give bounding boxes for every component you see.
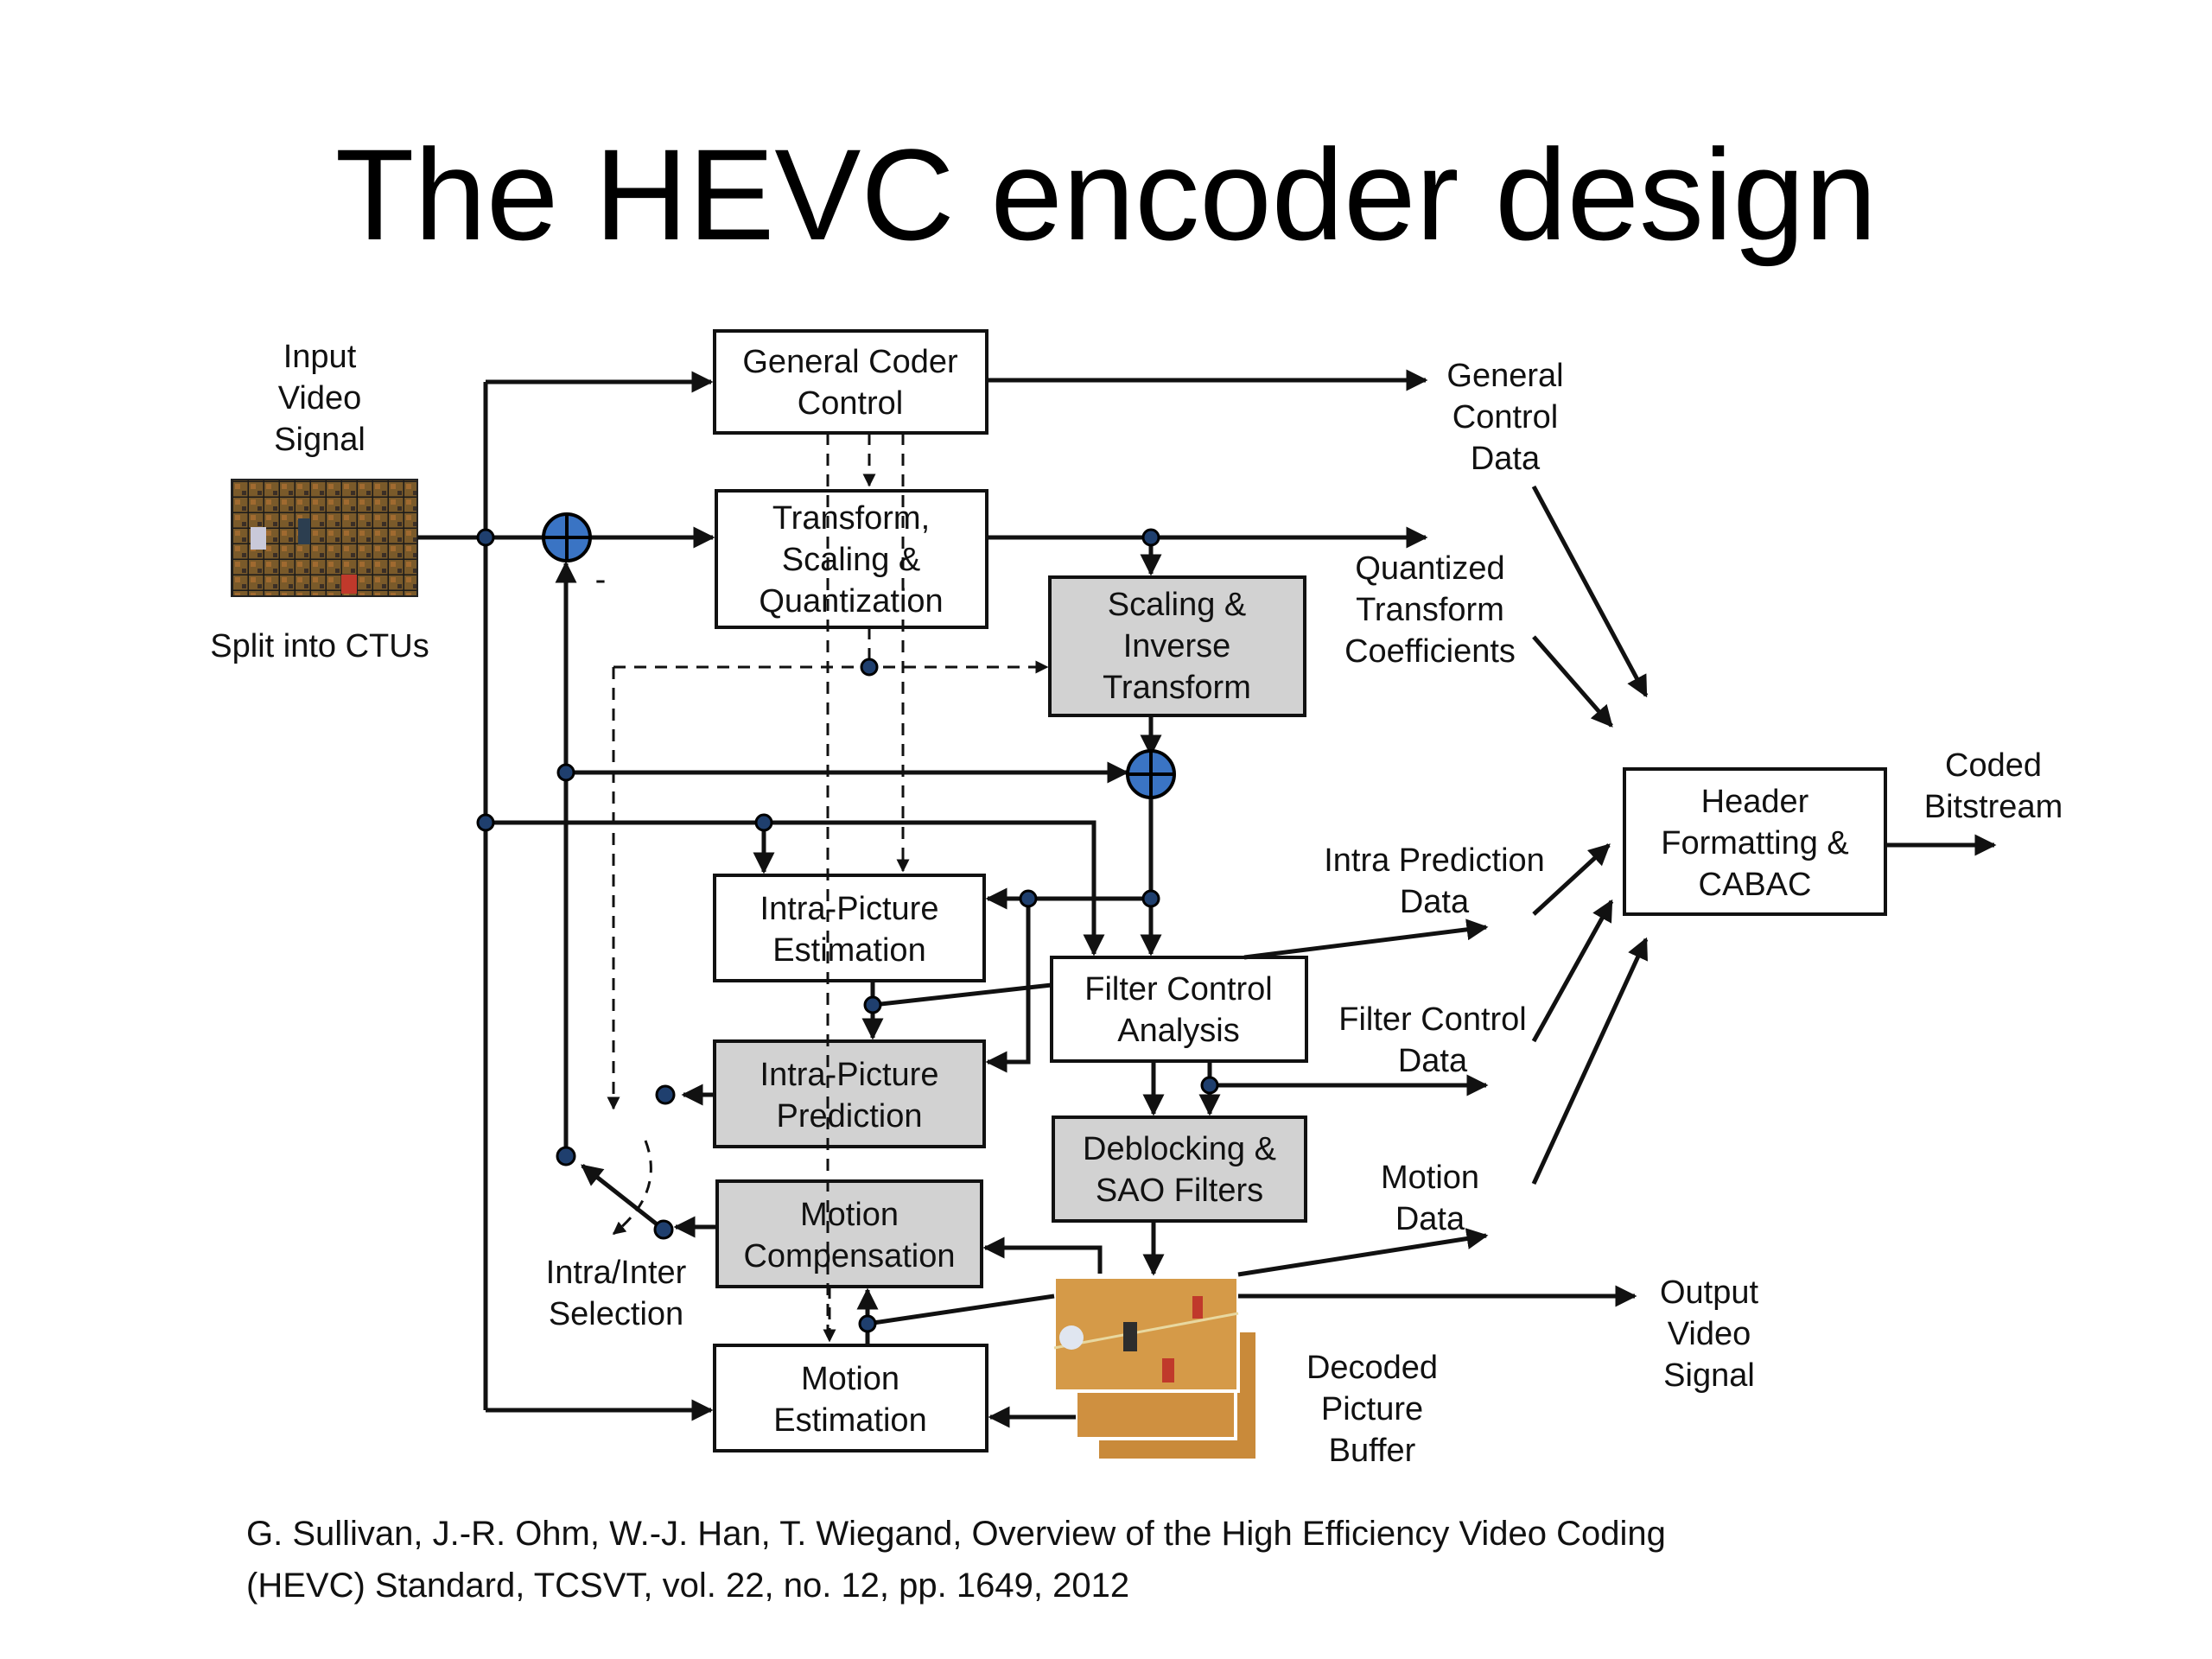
block-label-line: Quantization xyxy=(759,583,943,620)
label-line: Signal xyxy=(274,422,365,458)
label-line: Decoded xyxy=(1306,1350,1438,1386)
block-label-line: Intra-Picture xyxy=(760,1057,939,1093)
block-label-line: Formatting & xyxy=(1661,825,1849,861)
label-line: Intra Prediction xyxy=(1324,842,1545,879)
label-line: Quantized xyxy=(1355,550,1504,587)
block-label-line: Estimation xyxy=(773,1402,926,1439)
block-label-line: Transform, xyxy=(772,500,930,537)
block-label-line: Motion xyxy=(800,1197,899,1233)
quantized-coefficients-label: Quantized Transform Coefficients xyxy=(1344,550,1516,670)
decoded-picture-buffer-label: Decoded Picture Buffer xyxy=(1306,1350,1438,1469)
block-label-line: Control xyxy=(798,385,904,422)
intra-picture-prediction-block: Intra-Picture Prediction xyxy=(713,1039,986,1148)
control-dashed-lines xyxy=(607,433,1049,1345)
block-label-line: Scaling & xyxy=(1108,587,1247,623)
header-formatting-cabac-block: Header Formatting & CABAC xyxy=(1623,767,1887,916)
minus-sign: - xyxy=(595,562,607,598)
block-label-line: Header xyxy=(1701,784,1809,820)
citation-line-2: (HEVC) Standard, TCSVT, vol. 22, no. 12,… xyxy=(246,1567,1130,1605)
block-label-line: Motion xyxy=(801,1361,899,1397)
label-line: Filter Control xyxy=(1338,1001,1527,1038)
label-line: Buffer xyxy=(1329,1433,1416,1469)
label-line: Selection xyxy=(549,1296,683,1332)
label-line: Signal xyxy=(1663,1357,1755,1394)
general-control-data-label: General Control Data xyxy=(1446,358,1563,477)
label-line: Data xyxy=(1398,1043,1468,1079)
block-label-line: Transform xyxy=(1103,670,1251,706)
output-video-signal-label: Output Video Signal xyxy=(1660,1274,1759,1394)
intra-picture-estimation-block: Intra-Picture Estimation xyxy=(713,874,986,982)
block-label-line: Filter Control xyxy=(1084,971,1273,1007)
block-label-line: Inverse xyxy=(1123,628,1231,664)
block-label-line: Deblocking & xyxy=(1083,1131,1276,1167)
transform-scaling-quantization-block: Transform, Scaling & Quantization xyxy=(715,489,988,629)
decoded-picture-buffer-frames xyxy=(1052,1275,1259,1462)
input-video-signal-label: Input Video Signal xyxy=(274,339,365,458)
coded-bitstream-label: Coded Bitstream xyxy=(1924,747,2063,825)
block-label-line: Compensation xyxy=(743,1238,955,1274)
motion-compensation-block: Motion Compensation xyxy=(715,1179,983,1288)
label-line: Motion xyxy=(1381,1160,1479,1196)
label-line: Video xyxy=(1668,1316,1751,1352)
block-label-line: Intra-Picture xyxy=(760,891,939,927)
block-label-line: Estimation xyxy=(772,932,925,969)
label-line: Data xyxy=(1400,884,1470,920)
input-video-image xyxy=(231,479,418,597)
citation-line-1: G. Sullivan, J.-R. Ohm, W.-J. Han, T. Wi… xyxy=(246,1515,1666,1553)
filter-control-data-label: Filter Control Data xyxy=(1338,1001,1527,1079)
label-line: Video xyxy=(278,380,362,416)
motion-estimation-block: Motion Estimation xyxy=(713,1344,988,1452)
label-line: Data xyxy=(1471,441,1541,477)
label-line: Output xyxy=(1660,1274,1759,1311)
label-line: Bitstream xyxy=(1924,789,2063,825)
label-line: Data xyxy=(1395,1201,1465,1237)
slide-title: The HEVC encoder design xyxy=(334,122,1878,267)
junction-dots xyxy=(476,528,1219,1333)
intra-inter-selection-label: Intra/Inter Selection xyxy=(546,1255,687,1332)
label-line: Control xyxy=(1452,399,1559,435)
label-line: Coded xyxy=(1945,747,2042,784)
block-label-line: Prediction xyxy=(777,1098,923,1135)
motion-data-label: Motion Data xyxy=(1381,1160,1479,1237)
label-line: Input xyxy=(283,339,357,375)
general-coder-control-block: General Coder Control xyxy=(713,329,988,435)
label-line: Transform xyxy=(1356,592,1504,628)
label-line: Coefficients xyxy=(1344,633,1516,670)
block-label-line: SAO Filters xyxy=(1096,1173,1263,1209)
label-line: Picture xyxy=(1321,1391,1423,1427)
block-label-line: General Coder xyxy=(742,344,958,380)
scaling-inverse-transform-block: Scaling & Inverse Transform xyxy=(1048,575,1306,717)
filter-control-analysis-block: Filter Control Analysis xyxy=(1050,956,1308,1063)
label-line: General xyxy=(1446,358,1563,394)
split-into-ctus-label: Split into CTUs xyxy=(210,628,429,664)
block-label-line: Scaling & xyxy=(782,542,921,578)
intra-prediction-data-label: Intra Prediction Data xyxy=(1324,842,1545,920)
block-label-line: CABAC xyxy=(1699,867,1812,903)
reconstruction-summing-node xyxy=(1126,749,1176,799)
citation: G. Sullivan, J.-R. Ohm, W.-J. Han, T. Wi… xyxy=(246,1508,2147,1611)
input-summing-node xyxy=(542,512,592,563)
label-line: Intra/Inter xyxy=(546,1255,687,1291)
deblocking-sao-filters-block: Deblocking & SAO Filters xyxy=(1052,1116,1307,1223)
block-label-line: Analysis xyxy=(1117,1013,1240,1049)
